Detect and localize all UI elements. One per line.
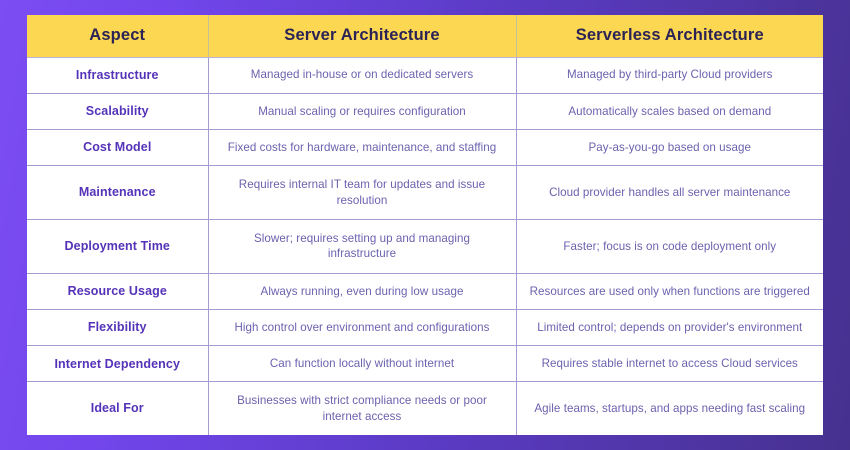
server-architecture-cell: Managed in-house or on dedicated servers (208, 57, 517, 94)
header-row: Aspect Server Architecture Serverless Ar… (27, 15, 823, 58)
aspect-cell: Flexibility (27, 308, 209, 346)
server-architecture-cell: Always running, even during low usage (208, 272, 517, 310)
server-architecture-cell: Businesses with strict compliance needs … (208, 381, 517, 435)
column-header-serverless-architecture: Serverless Architecture (516, 15, 823, 58)
server-architecture-cell: Fixed costs for hardware, maintenance, a… (208, 129, 517, 166)
column-header-aspect: Aspect (27, 15, 209, 58)
aspect-cell: Resource Usage (27, 272, 209, 310)
comparison-table-container: Aspect Server Architecture Serverless Ar… (27, 15, 823, 435)
serverless-architecture-cell: Managed by third-party Cloud providers (566, 68, 773, 82)
aspect-cell: Deployment Time (27, 218, 209, 274)
server-architecture-cell: Requires internal IT team for updates an… (208, 165, 517, 220)
table-header: Aspect Server Architecture Serverless Ar… (27, 15, 823, 58)
aspect-cell: Ideal For (27, 381, 209, 435)
column-header-server-architecture: Server Architecture (208, 15, 517, 58)
server-architecture-cell: Can function locally without internet (208, 345, 517, 382)
serverless-architecture-cell: Cloud provider handles all server mainte… (516, 165, 823, 220)
serverless-architecture-cell: Automatically scales based on demand (516, 92, 823, 130)
serverless-architecture-cell: Agile teams, startups, and apps needing … (516, 381, 823, 435)
serverless-architecture-cell: Requires stable internet to access Cloud… (516, 345, 823, 382)
serverless-architecture-cell: Faster; focus is on code deployment only (516, 218, 823, 274)
server-architecture-cell: Manual scaling or requires configuration (208, 92, 517, 130)
server-vs-serverless-comparison-table: Aspect Server Architecture Serverless Ar… (27, 15, 823, 435)
aspect-cell: Scalability (27, 92, 209, 130)
aspect-cell: Maintenance (27, 165, 209, 220)
server-architecture-cell: Slower; requires setting up and managing… (208, 218, 517, 274)
serverless-architecture-cell: Pay-as-you-go based on usage (516, 129, 823, 166)
serverless-architecture-cell: Resources are used only when functions a… (516, 272, 823, 310)
server-architecture-cell: High control over environment and config… (208, 308, 517, 346)
aspect-cell: Cost Model (27, 129, 209, 166)
aspect-cell: Infrastructure (27, 57, 209, 94)
serverless-architecture-cell: Limited control; depends on provider's e… (516, 308, 823, 346)
aspect-cell: Internet Dependency (27, 345, 209, 382)
